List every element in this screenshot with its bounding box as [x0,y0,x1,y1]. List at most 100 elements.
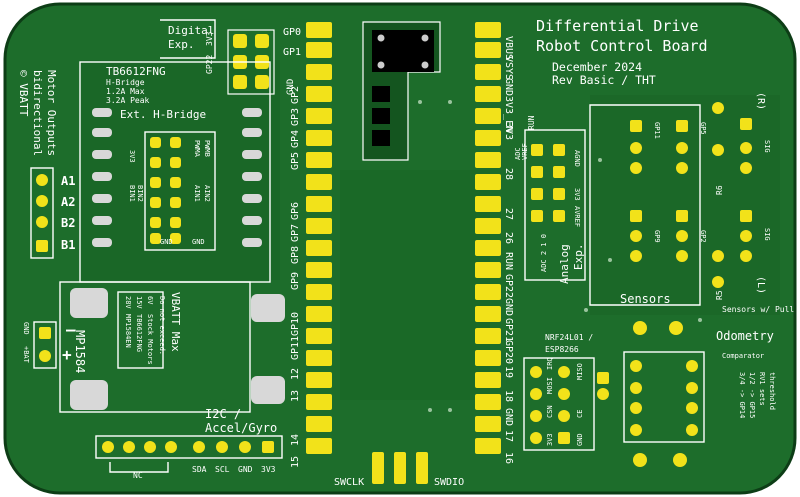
hb-gnd-left: GND [160,238,173,246]
digital-3v3-label: 3V3 [205,31,214,46]
sensor-sig-r: SIG [763,140,771,153]
rev-label: Rev Basic / THT [552,73,656,87]
motor-terminal-outline [30,167,54,259]
odometry-comparator: Comparator [722,352,764,360]
odometry-note3: RV1 sets [758,372,766,406]
analog-header-pins [531,144,565,222]
swd-pins [372,452,428,484]
title-line1: Differential Drive [536,17,699,35]
vbatt-row2-text: TB6612FNG [135,314,143,352]
vbatt-pad-bottom [251,376,285,404]
tb6612-sub3: 3.2A Peak [106,96,150,105]
radio-irq: IRQ [546,357,554,370]
odometry-title: Odometry [716,329,774,343]
odometry-pins [630,321,698,467]
svg-text:GP20: GP20 [503,340,514,364]
ext-hbridge-label: Ext. H-Bridge [120,108,206,121]
svg-text:16: 16 [503,452,514,464]
hb-pwmb: PWMB [203,140,211,157]
i2c-scl: SCL [215,465,230,474]
motor-outputs-line1: Motor Outputs [45,70,58,156]
odometry-note2: 1/2 -> GP15 [748,372,756,418]
i2c-nc: NC [133,471,143,480]
gp0-label: GP0 [283,27,301,38]
vbatt-row1-text: Stock Motors [146,314,154,365]
svg-text:26: 26 [503,232,514,244]
radio-line2: ESP8266 [545,345,579,354]
svg-text:GP9: GP9 [290,272,301,290]
pico-pad-3 [372,130,390,146]
i2c-3v3: 3V3 [261,465,276,474]
svg-text:GP6: GP6 [290,202,301,220]
title-line2: Robot Control Board [536,37,708,55]
svg-text:3V3_EN: 3V3_EN [503,96,514,132]
analog-run: RUN [527,115,536,130]
svg-text:GP10: GP10 [290,312,301,336]
sensors-pins [630,120,688,262]
vbatt-pad-top [251,294,285,322]
vbatt-table-outline [117,291,164,369]
hb-gnd-right: GND [192,238,205,246]
motor-a2: A2 [61,195,75,209]
pico-left-labels: GND GP2 GP3 GP4 GP5 GP6 GP7 GP8 GP9 GP10… [286,79,301,468]
sensor-gp2: GP2 [699,230,707,243]
radio-line1: NRF24L01 / [545,333,593,342]
motor-b1: B1 [61,238,75,252]
sensor-gp11: GP11 [653,122,661,139]
vbatt-row3-volt: 28V [124,296,132,309]
hb-ain1: AIN1 [193,185,201,202]
sensor-sig-l: SIG [763,228,771,241]
analog-title1: Analog [558,244,571,284]
vias [418,100,702,412]
bat-gnd-label: GND [22,322,30,335]
svg-text:15: 15 [290,456,301,468]
odometry-chip-outline [623,351,705,443]
motor-terminal-pins [36,174,48,252]
gp1-label: GP1 [283,47,301,58]
pico-right-pins [475,22,501,454]
vbatt-sub: Do not exceed: [158,296,166,355]
svg-text:GP4: GP4 [290,130,301,148]
bat-connector-outline [33,321,57,369]
radio-3v3: 3V3 [546,433,554,446]
radio-ce: CE [576,410,584,418]
motor-outputs-line3: © VBATT [17,70,30,117]
svg-text:GP22: GP22 [503,274,514,298]
hb-bin1: BIN1 [128,185,136,202]
odometry-note4: threshold [768,372,776,410]
analog-agnd: AGND [573,150,581,167]
svg-text:GP21: GP21 [503,318,514,342]
svg-text:GP11: GP11 [290,336,301,360]
pico-left-pins [306,22,332,454]
bat-pin-gnd [39,327,51,339]
pico-right-labels: VBUS VSYS GND 3V3_EN 3V3 28 27 26 RUN GP… [503,36,514,464]
analog-adc-label: ADC 2 1 0 [540,234,548,272]
vbatt-title: VBATT Max [169,292,182,352]
radio-header-outline [523,357,595,451]
digital-exp-title1: Digital [168,24,214,37]
svg-text:GP7: GP7 [290,224,301,242]
sensors-title: Sensors [620,292,671,306]
r6-label: R6 [715,185,724,195]
analog-exp-outline [524,129,586,281]
analog-3v3: 3V3 [573,188,581,201]
svg-text:13: 13 [290,390,301,402]
analog-avref: AVREF [573,206,581,227]
svg-text:RUN: RUN [503,252,514,270]
pico-pad-2 [372,108,390,124]
radio-csn: CSN [546,405,554,418]
svg-text:3V3: 3V3 [503,122,514,140]
svg-text:19: 19 [503,366,514,378]
svg-text:17: 17 [503,430,514,442]
svg-text:28: 28 [503,168,514,180]
bat-pin-plus [39,350,51,362]
i2c-line1: I2C / [205,407,241,421]
copper-pour-center [340,170,490,400]
hb-bin2: BIN2 [136,185,144,202]
analog-adc: ADC [514,147,522,160]
i2c-nc-bracket [109,462,169,473]
vbatt-row3-text: MP1584EN [124,314,132,348]
bat-minus: – [66,320,76,339]
hbridge-header-outline [144,131,216,251]
svg-text:GP5: GP5 [290,152,301,170]
